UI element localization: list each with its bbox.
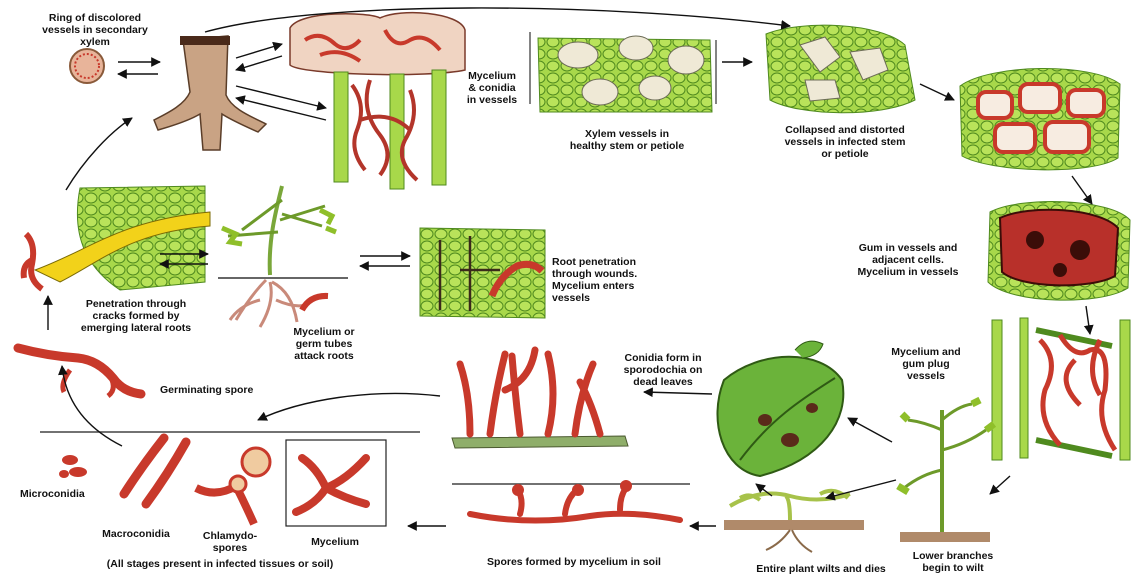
label-germ-tubes: Mycelium or germ tubes attack roots xyxy=(274,326,374,362)
wilted-dead-plant xyxy=(724,491,864,552)
spore-stages xyxy=(40,432,420,526)
label-xylem-healthy: Xylem vessels in healthy stem or petiole xyxy=(552,128,702,152)
wilting-plant xyxy=(898,400,994,542)
root-wound-tissue xyxy=(420,228,545,318)
root-crack-tissue xyxy=(24,186,210,290)
collapsed-vessels xyxy=(766,25,915,113)
macroconidia-shapes xyxy=(124,438,186,504)
label-penetration-cracks: Penetration through cracks formed by eme… xyxy=(56,298,216,334)
label-ring: Ring of discolored vessels in secondary … xyxy=(30,12,160,48)
arrow-lower-to-leaf xyxy=(848,418,892,442)
gum-vessels xyxy=(988,202,1130,301)
label-gum-plug: Mycelium and gum plug vessels xyxy=(876,346,976,382)
label-macroconidia: Macroconidia xyxy=(86,528,186,540)
arrow-collapsed-to-red xyxy=(920,84,954,100)
germinating-spore xyxy=(18,348,141,396)
label-mycelium-conidia: Mycelium & conidia in vessels xyxy=(462,70,522,106)
arrow-crack-to-stem xyxy=(66,118,132,190)
arrow-lower-to-entire xyxy=(826,480,896,498)
arrow-gum-to-plug xyxy=(1086,306,1090,334)
label-conidia-sporodochia: Conidia form in sporodochia on dead leav… xyxy=(608,352,718,388)
arrow-stem-to-longitudinal xyxy=(236,86,326,108)
arrow-leaf-to-sporodochia xyxy=(644,392,712,394)
label-germinating-spore: Germinating spore xyxy=(160,384,290,396)
label-chlamydospores: Chlamydo- spores xyxy=(190,530,270,554)
sporodochia xyxy=(452,350,628,448)
label-spores-soil: Spores formed by mycelium in soil xyxy=(454,556,694,568)
vessel-tissue-top xyxy=(290,13,465,75)
soil-mycelium xyxy=(452,480,690,521)
arrow-vessel-top-to-stem xyxy=(236,56,282,70)
label-lower-branches: Lower branches begin to wilt xyxy=(888,550,1018,574)
arrow-sporodochia-to-stages xyxy=(258,393,440,420)
ring-cross-section xyxy=(70,49,104,83)
young-plant xyxy=(218,186,348,327)
healthy-xylem xyxy=(530,32,716,112)
arrow-stem-to-vessel-top xyxy=(236,44,282,58)
label-collapsed: Collapsed and distorted vessels in infec… xyxy=(760,124,930,160)
vessels-longitudinal xyxy=(334,70,446,189)
label-gum: Gum in vessels and adjacent cells. Mycel… xyxy=(838,242,978,278)
label-microconidia: Microconidia xyxy=(20,488,120,500)
infected-stem xyxy=(154,36,266,150)
label-root-penetration: Root penetration through wounds. Myceliu… xyxy=(552,256,672,304)
gum-plug-vessels xyxy=(992,318,1130,460)
arrow-red-to-gum xyxy=(1072,176,1092,204)
mycelium-shape xyxy=(296,458,366,512)
label-mycelium: Mycelium xyxy=(290,536,380,548)
chlamydospore-shape xyxy=(196,448,270,524)
dead-leaf xyxy=(717,341,843,476)
label-all-stages: (All stages present in infected tissues … xyxy=(60,558,380,570)
red-bordered-vessels xyxy=(960,68,1120,169)
microconidia-shapes xyxy=(59,455,87,478)
arrow-plug-to-lower xyxy=(990,476,1010,494)
